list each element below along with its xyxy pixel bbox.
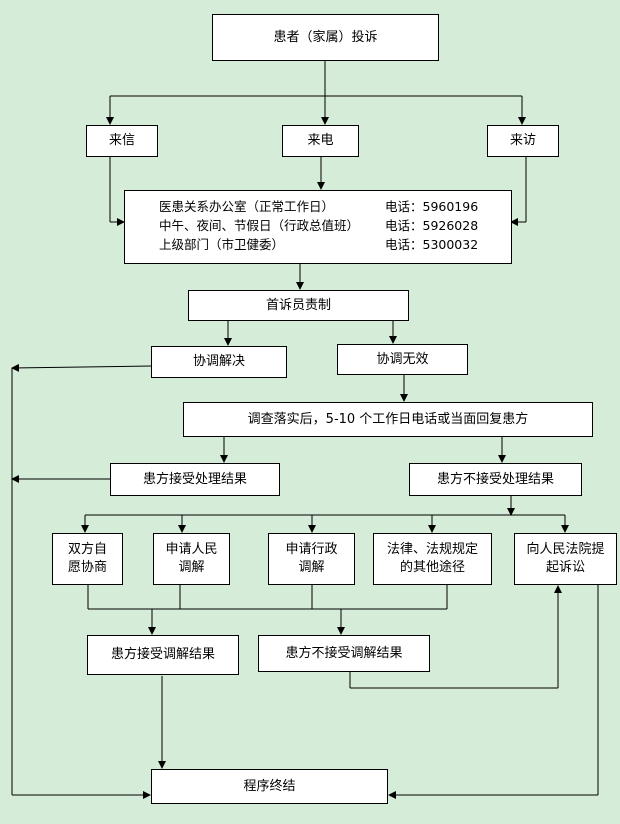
visit-label: 来访 bbox=[509, 133, 536, 149]
contact-name: 上级部门（市卫健委） bbox=[159, 237, 285, 252]
phone-box: 来电 bbox=[282, 125, 359, 157]
end-label: 程序终结 bbox=[243, 778, 296, 794]
lawsuit-line: 向人民法院提 bbox=[526, 542, 605, 558]
contact-row: 中午、夜间、节假日（行政总值班） 电话：5926028 bbox=[159, 216, 478, 235]
visit-box: 来访 bbox=[487, 125, 559, 157]
letter-box: 来信 bbox=[86, 125, 158, 157]
admin-mediation-line: 调解 bbox=[298, 560, 325, 575]
accept-result-box: 患方接受处理结果 bbox=[110, 463, 280, 496]
contact-phone: 电话：5960196 bbox=[385, 199, 479, 214]
reject-result-label: 患方不接受处理结果 bbox=[436, 471, 554, 487]
reject-mediation-label: 患方不接受调解结果 bbox=[285, 645, 403, 661]
investigate-label: 调查落实后，5-10 个工作日电话或当面回复患方 bbox=[247, 411, 529, 427]
coordinate-failed-label: 协调无效 bbox=[376, 351, 429, 367]
accept-result-label: 患方接受处理结果 bbox=[142, 471, 247, 487]
accept-mediation-label: 患方接受调解结果 bbox=[110, 647, 215, 663]
mutual-negotiation-box: 双方自 愿协商 bbox=[52, 533, 123, 585]
coordinate-failed-box: 协调无效 bbox=[337, 344, 468, 375]
coordinate-resolved-label: 协调解决 bbox=[192, 354, 245, 370]
civil-mediation-line: 调解 bbox=[178, 560, 205, 575]
end-box: 程序终结 bbox=[151, 769, 388, 804]
complaint-label: 患者（家属）投诉 bbox=[273, 29, 378, 45]
civil-mediation-line: 申请人民 bbox=[165, 542, 218, 558]
admin-mediation-line: 申请行政 bbox=[285, 542, 338, 558]
contact-list: 医患关系办公室（正常工作日） 电话：5960196 中午、夜间、节假日（行政总值… bbox=[159, 197, 478, 254]
phone-label: 来电 bbox=[307, 133, 334, 149]
contact-row: 医患关系办公室（正常工作日） 电话：5960196 bbox=[159, 197, 478, 216]
legal-ways-line: 的其他途径 bbox=[399, 560, 465, 575]
contact-row: 上级部门（市卫健委） 电话：5300032 bbox=[159, 235, 478, 254]
contact-phone: 电话：5300032 bbox=[385, 237, 479, 252]
lawsuit-box: 向人民法院提 起诉讼 bbox=[514, 533, 617, 585]
reject-mediation-box: 患方不接受调解结果 bbox=[258, 635, 430, 672]
reject-result-box: 患方不接受处理结果 bbox=[409, 463, 582, 496]
complaint-box: 患者（家属）投诉 bbox=[212, 14, 439, 61]
letter-label: 来信 bbox=[108, 133, 135, 149]
legal-ways-box: 法律、法规规定 的其他途径 bbox=[373, 533, 492, 585]
investigate-box: 调查落实后，5-10 个工作日电话或当面回复患方 bbox=[183, 402, 593, 437]
legal-ways-line: 法律、法规规定 bbox=[386, 542, 478, 558]
contact-name: 中午、夜间、节假日（行政总值班） bbox=[159, 218, 360, 233]
admin-mediation-box: 申请行政 调解 bbox=[268, 533, 355, 585]
accept-mediation-box: 患方接受调解结果 bbox=[87, 635, 239, 675]
civil-mediation-box: 申请人民 调解 bbox=[153, 533, 230, 585]
mutual-negotiation-line: 双方自 bbox=[67, 542, 107, 558]
lawsuit-line: 起诉讼 bbox=[545, 560, 585, 575]
coordinate-resolved-box: 协调解决 bbox=[151, 346, 287, 378]
first-responsibility-box: 首诉员责制 bbox=[188, 290, 409, 321]
contact-box bbox=[124, 190, 512, 264]
contact-name: 医患关系办公室（正常工作日） bbox=[159, 199, 335, 214]
mutual-negotiation-line: 愿协商 bbox=[67, 560, 107, 575]
first-responsibility-label: 首诉员责制 bbox=[265, 297, 331, 313]
contact-phone: 电话：5926028 bbox=[385, 218, 479, 233]
